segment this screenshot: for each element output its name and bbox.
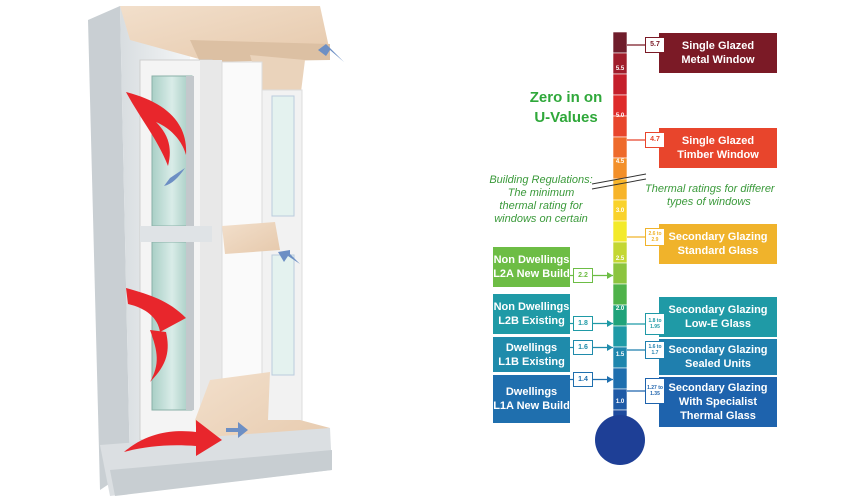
box-label-line: L2A New Build [493, 268, 570, 280]
thermometer-bulb [595, 415, 645, 465]
scale-tick-label: 5.0 [615, 113, 625, 119]
note-line: windows on certain [494, 213, 588, 225]
box-label-line: Secondary Glazing [668, 382, 768, 394]
glass-panes [140, 75, 295, 411]
thermal-ratings-note: Thermal ratings for differer types of wi… [645, 183, 850, 209]
box-label-line: Standard Glass [677, 245, 759, 257]
box-label-line: Thermal Glass [680, 410, 756, 422]
thermometer-segment [612, 325, 628, 348]
connector-arrowhead [607, 320, 613, 327]
left-u-value-tag: 2.2 [573, 268, 593, 283]
note-line: The minimum [507, 187, 575, 199]
right-u-value-tag: 2.6 to 2.9 [645, 228, 665, 246]
note-line: types of windows [667, 196, 751, 208]
mid-sill [222, 222, 280, 254]
box-label-line: Secondary Glazing [668, 304, 768, 316]
thermometer-segment [612, 367, 628, 390]
left-u-value-tag: 1.8 [573, 316, 593, 331]
right-u-value-tag: 1.27 to 1.35 [645, 378, 665, 404]
box-label-line: Non Dwellings [493, 301, 570, 313]
scale-break-line [591, 173, 647, 185]
thermometer-segment [612, 220, 628, 243]
scale-tick-label: 2.0 [615, 306, 625, 312]
note-line: Thermal ratings for differer [645, 183, 775, 195]
box-label-line: With Specialist [678, 396, 758, 408]
thermometer-segment [612, 31, 628, 54]
note-line: thermal rating for [499, 200, 583, 212]
connector-arrowhead [607, 376, 613, 383]
thermometer-segment [612, 136, 628, 159]
box-label-line: Low-E Glass [684, 318, 752, 330]
thermometer-segment [612, 262, 628, 285]
title-line-1: Zero in on [529, 89, 603, 106]
diagram-title: Zero in on U-Values [496, 88, 636, 128]
right-u-value-tag: 4.7 [645, 132, 665, 148]
scale-tick-label: 2.5 [615, 256, 625, 262]
left-u-value-tag: 1.6 [573, 340, 593, 355]
airflow-arrows [164, 44, 344, 438]
box-label-line: Metal Window [681, 54, 755, 66]
right-u-value-tag: 1.8 to 1.95 [645, 313, 665, 335]
thermometer-segment [612, 178, 628, 201]
right-u-value-tag: 1.6 to 1.7 [645, 341, 665, 359]
left-u-value-tag: 1.4 [573, 372, 593, 387]
scale-break-line [591, 178, 647, 190]
box-label-line: Dwellings [505, 341, 558, 354]
building-regulations-note: Building Regulations: The minimum therma… [478, 174, 604, 226]
right-u-value-tag: 5.7 [645, 37, 665, 53]
scale-tick-label: 3.0 [615, 208, 625, 214]
box-label-line: Single Glazed [681, 40, 755, 52]
draught-arrows [124, 92, 222, 456]
box-label-line: Timber Window [677, 149, 759, 161]
box-label-line: Sealed Units [684, 358, 752, 370]
scale-tick-label: 1.5 [615, 352, 625, 358]
box-label-line: Dwellings [505, 386, 558, 398]
thermometer-segment [612, 283, 628, 306]
scale-tick-label: 1.0 [615, 399, 625, 405]
title-line-2: U-Values [534, 109, 598, 126]
connector-arrowhead [607, 344, 613, 351]
box-label-line: Single Glazed [681, 135, 755, 147]
stone-lintel [120, 6, 330, 100]
box-label-line: L1B Existing [498, 355, 565, 368]
scale-tick-label: 5.5 [615, 66, 625, 72]
box-label-line: L2B Existing [498, 315, 565, 327]
box-label-line: Non Dwellings [493, 254, 570, 266]
box-label-line: Secondary Glazing [668, 344, 768, 356]
note-line: Building Regulations: [489, 174, 593, 186]
connector-arrowhead [607, 272, 613, 279]
box-label-line: L1A New Build [493, 400, 570, 412]
scale-tick-label: 4.5 [615, 159, 625, 165]
box-label-line: Secondary Glazing [668, 231, 768, 243]
